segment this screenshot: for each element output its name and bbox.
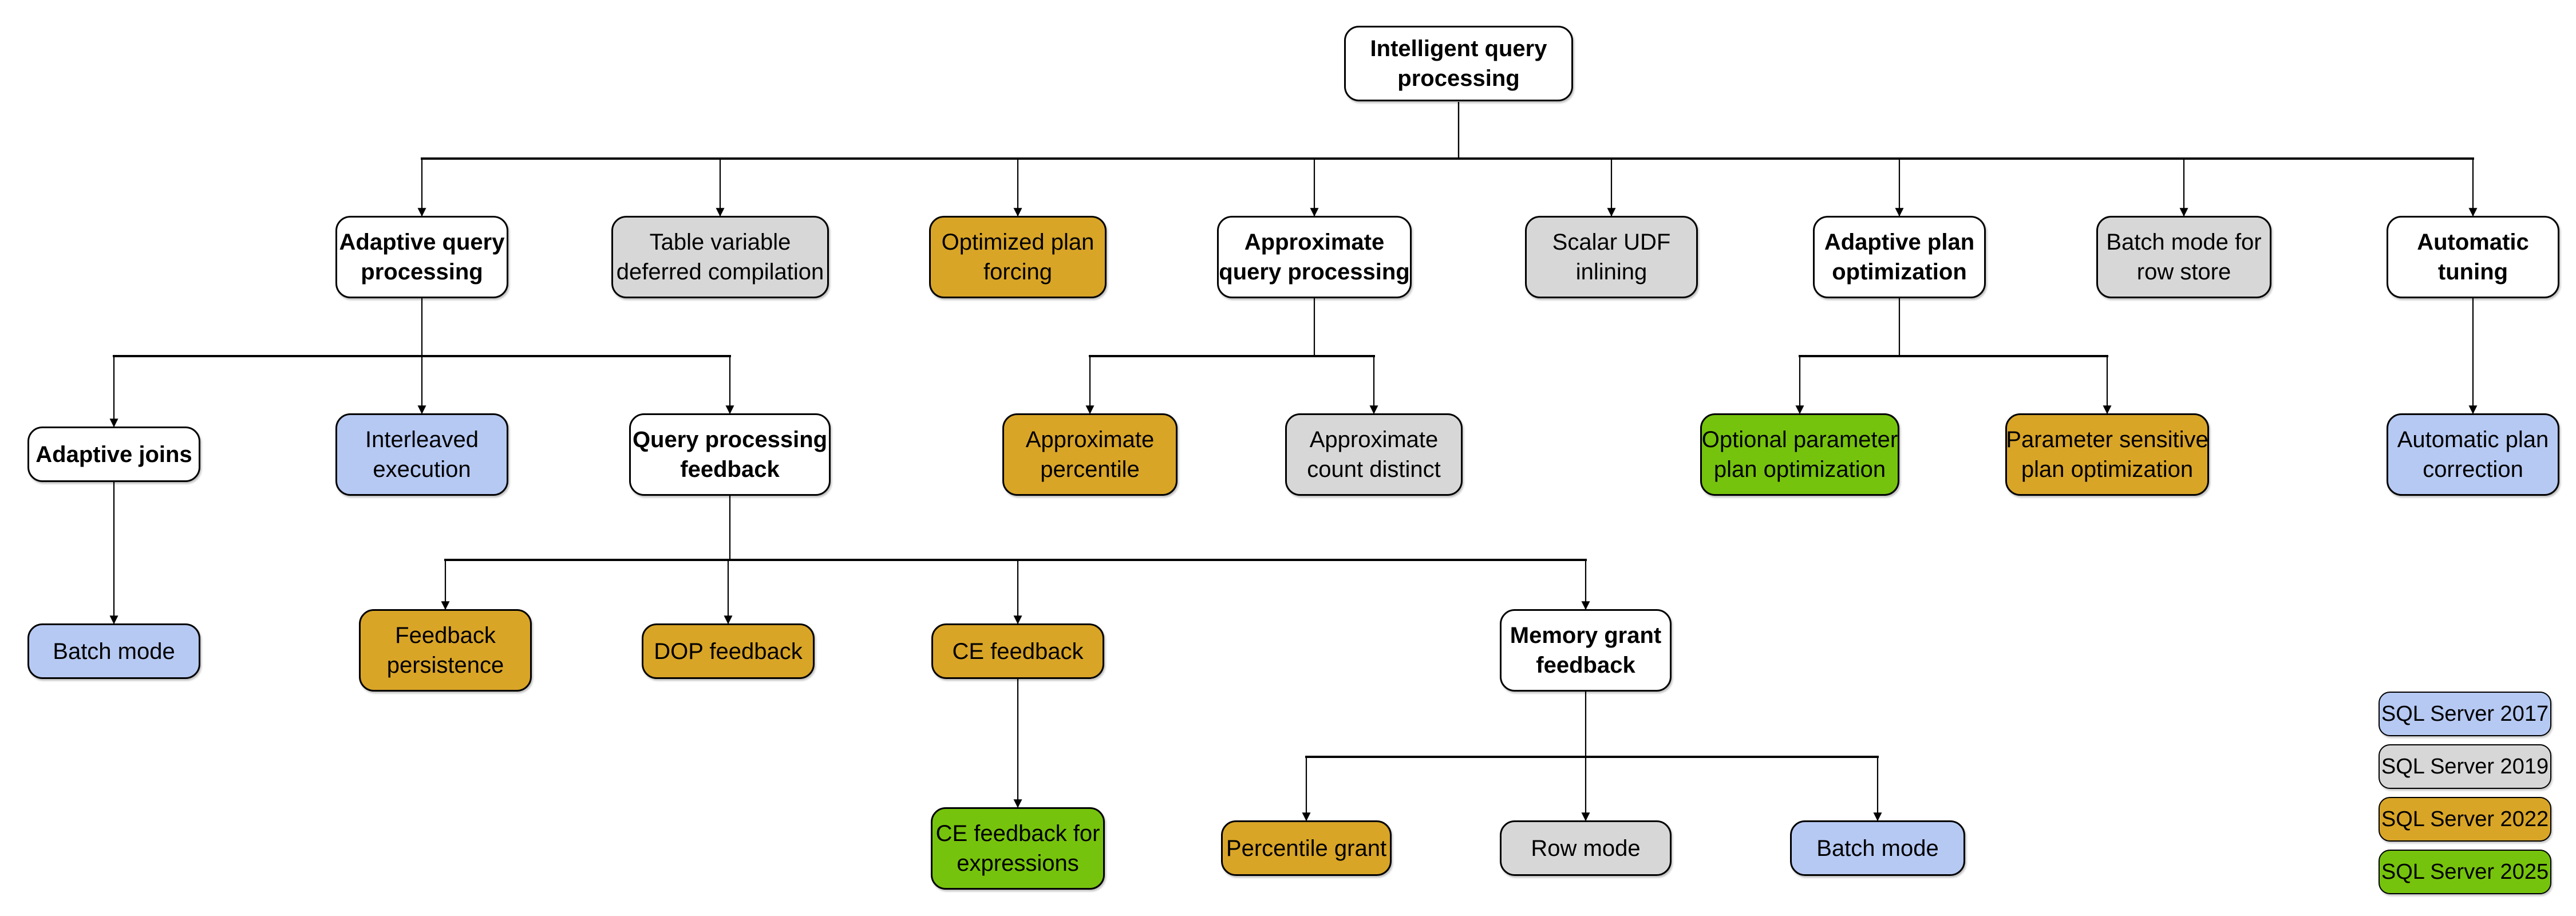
node-dop-feedback: DOP feedback	[642, 623, 815, 679]
node-interleaved-execution: Interleaved execution	[335, 413, 508, 496]
node-adaptive-plan-optimization: Adaptive plan optimization	[1813, 216, 1986, 298]
node-approximate-percentile: Approximate percentile	[1002, 413, 1178, 496]
legend-item-sql-server-2017: SQL Server 2017	[2379, 692, 2551, 736]
node-row-mode: Row mode	[1500, 820, 1672, 876]
node-query-processing-feedback: Query processing feedback	[629, 413, 831, 496]
legend-item-sql-server-2022: SQL Server 2022	[2379, 797, 2551, 842]
node-scalar-udf-inlining: Scalar UDF inlining	[1525, 216, 1698, 298]
node-intelligent-query-processing: Intelligent query processing	[1344, 26, 1573, 101]
node-percentile-grant: Percentile grant	[1221, 820, 1392, 876]
node-batch-mode-memory-grant: Batch mode	[1790, 820, 1965, 876]
node-automatic-tuning: Automatic tuning	[2387, 216, 2559, 298]
node-automatic-plan-correction: Automatic plan correction	[2387, 413, 2559, 496]
node-batch-mode-for-row-store: Batch mode for row store	[2096, 216, 2271, 298]
node-memory-grant-feedback: Memory grant feedback	[1500, 609, 1672, 692]
node-approximate-query-processing: Approximate query processing	[1217, 216, 1412, 298]
node-adaptive-query-processing: Adaptive query processing	[335, 216, 508, 298]
node-ce-feedback-for-expressions: CE feedback for expressions	[931, 807, 1105, 890]
node-ce-feedback: CE feedback	[931, 623, 1104, 679]
node-optimized-plan-forcing: Optimized plan forcing	[929, 216, 1107, 298]
legend-item-sql-server-2025: SQL Server 2025	[2379, 850, 2551, 894]
node-approximate-count-distinct: Approximate count distinct	[1285, 413, 1463, 496]
legend-item-sql-server-2019: SQL Server 2019	[2379, 744, 2551, 789]
node-parameter-sensitive-plan-optimization: Parameter sensitive plan optimization	[2005, 413, 2209, 496]
node-adaptive-joins: Adaptive joins	[27, 427, 200, 482]
node-optional-parameter-plan-optimization: Optional parameter plan optimization	[1700, 413, 1899, 496]
node-table-variable-deferred-compilation: Table variable deferred compilation	[611, 216, 829, 298]
node-batch-mode-adaptive-joins: Batch mode	[27, 623, 200, 679]
node-feedback-persistence: Feedback persistence	[359, 609, 532, 692]
